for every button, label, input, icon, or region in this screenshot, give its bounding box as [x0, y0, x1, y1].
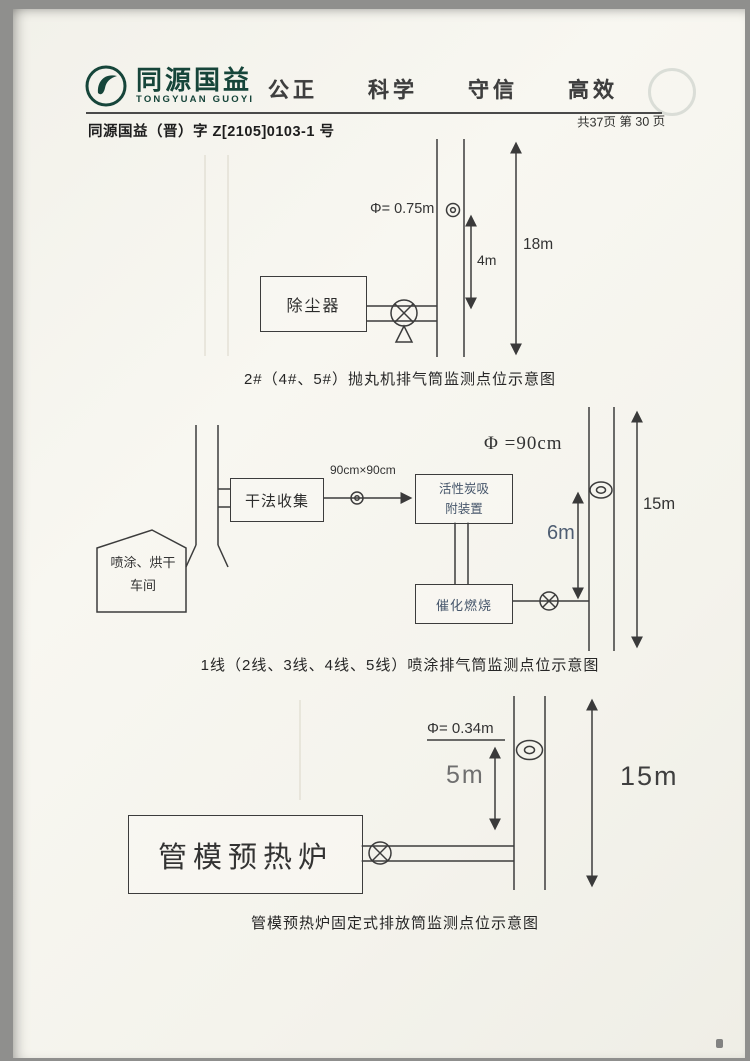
slogan-word: 高效 [568, 79, 618, 102]
slogan-word: 科学 [368, 79, 418, 102]
d2-dry-collection-label: 干法收集 [244, 492, 309, 510]
d3-stack-height-label: 15m [620, 761, 679, 791]
d3-port-diameter-label: Φ= 0.34m [427, 720, 494, 737]
slogan-word: 守信 [468, 79, 518, 102]
d2-workshop-label: 喷涂、烘干 车间 [100, 551, 186, 598]
d1-port-height-label: 4m [477, 252, 497, 268]
d2-activated-carbon-box: 活性炭吸 附装置 [415, 474, 513, 524]
d1-port-diameter-label: Φ= 0.75m [370, 201, 435, 217]
d2-dry-collection-box: 干法收集 [230, 478, 324, 522]
d3-furnace-label: 管模预热炉 [157, 841, 333, 874]
d3-caption: 管模预热炉固定式排放筒监测点位示意图 [250, 915, 539, 932]
d2-catalytic-label: 催化燃烧 [435, 597, 492, 613]
logo-emblem-icon [85, 65, 127, 107]
d1-dust-collector-label: 除尘器 [286, 298, 341, 315]
logo-name: 同源国益 [136, 64, 253, 95]
d2-workshop-label-line1: 喷涂、烘干 [110, 555, 176, 570]
d2-stack-height-label: 15m [643, 495, 676, 513]
d2-port-diameter-label: Φ =90cm [484, 433, 563, 454]
document-number: 同源国益（晋）字 Z[2105]0103-1 号 [88, 124, 335, 140]
d2-catalytic-combustion-box: 催化燃烧 [415, 584, 513, 624]
company-slogan: 公正 科学 守信 高效 [268, 74, 618, 104]
d2-caption: 1线（2线、3线、4线、5线）喷涂排气筒监测点位示意图 [200, 657, 600, 674]
d1-caption: 2#（4#、5#）抛丸机排气筒监测点位示意图 [243, 371, 557, 388]
d2-workshop-label-line2: 车间 [129, 578, 156, 594]
scan-artifact-speck [716, 1039, 723, 1048]
d2-duct-size-label: 90cm×90cm [330, 463, 396, 477]
logo-text: 同源国益 TONGYUAN GUOYI [136, 64, 255, 106]
d1-dust-collector-box: 除尘器 [260, 276, 367, 332]
header-rule [86, 112, 662, 114]
d3-port-height-label: 5m [446, 761, 485, 789]
page-count: 共37页 第 30 页 [576, 114, 666, 130]
d2-carbon-label-line2: 附装置 [445, 502, 483, 516]
d3-furnace-box: 管模预热炉 [128, 815, 363, 894]
logo-subtitle: TONGYUAN GUOYI [136, 94, 255, 106]
d2-port-height-label: 6m [547, 522, 575, 544]
d1-stack-height-label: 18m [523, 236, 554, 253]
d2-carbon-label-line1: 活性炭吸 [438, 482, 489, 496]
company-logo: 同源国益 TONGYUAN GUOYI [84, 64, 254, 108]
paper-background [13, 9, 745, 1058]
slogan-word: 公正 [268, 79, 318, 102]
show-through-logo-ghost [648, 68, 696, 116]
